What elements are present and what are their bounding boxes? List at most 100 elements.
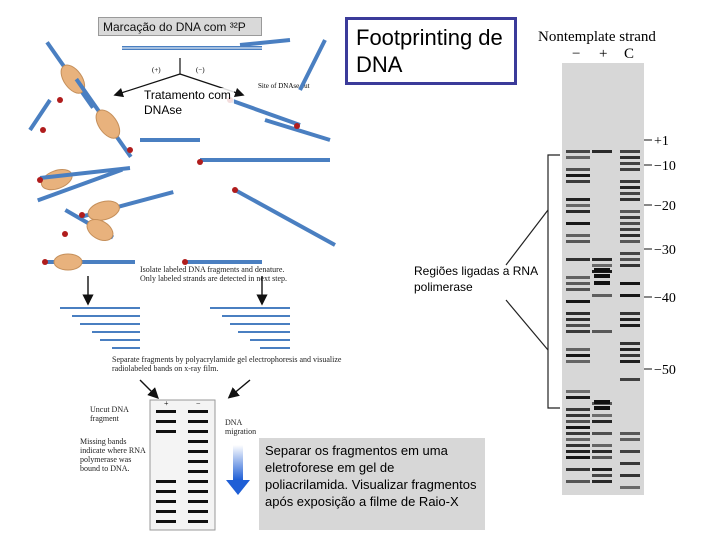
gel-band: [566, 168, 590, 171]
gel-band: [566, 360, 590, 363]
gel-band: [620, 180, 640, 183]
gel-band: [592, 414, 612, 417]
gel-band: [592, 258, 612, 261]
gel-band: [566, 258, 590, 261]
gel-band: [566, 450, 590, 453]
gel-band: [594, 281, 610, 285]
gel-band: [592, 330, 612, 333]
gel-band: [620, 234, 640, 237]
gel-band: [620, 294, 640, 297]
dnase-treatment-label: Tratamento com DNAse: [144, 88, 234, 118]
gel-band: [594, 274, 610, 278]
gel-band: [566, 156, 590, 159]
gel-band: [566, 198, 590, 201]
gel-band: [592, 456, 612, 459]
gel-band: [620, 318, 640, 321]
gel-band: [620, 282, 640, 285]
plus-condition-label: (−): [196, 66, 205, 74]
migration-arrow: [226, 445, 250, 495]
gel-band: [620, 486, 640, 489]
protected-region-brackets: [505, 154, 560, 409]
gel-band: [566, 354, 590, 357]
gel-band: [592, 450, 612, 453]
gel-band: [620, 312, 640, 315]
gel-band: [620, 450, 640, 453]
gel-lane-plus: +: [599, 46, 607, 62]
marker-40: −40: [654, 291, 676, 306]
gel-band: [620, 462, 640, 465]
uncut-label: Uncut DNA fragment: [90, 405, 129, 423]
gel-band: [566, 312, 590, 315]
gel-band: [566, 330, 590, 333]
gel-band: [620, 348, 640, 351]
marker-30: −30: [654, 243, 676, 258]
gel-bands: [566, 150, 640, 489]
marker-50: −50: [654, 363, 676, 378]
gel-band: [620, 240, 640, 243]
single-strand-ladders: [60, 307, 290, 349]
separate-fragments-note: Separar os fragmentos em uma eletrofores…: [259, 438, 485, 530]
gel-markers: +1 −10 −20 −30 −40 −50: [644, 134, 676, 378]
gel-band: [566, 390, 590, 393]
migration-label: DNA migration: [225, 418, 257, 436]
gel-band: [566, 438, 590, 441]
gel-band: [620, 222, 640, 225]
gel-band: [566, 288, 590, 291]
gel-band: [620, 474, 640, 477]
gel-band: [592, 264, 612, 267]
down-arrows-2: [139, 379, 251, 399]
dnase-fragments: [28, 38, 336, 247]
gel-lane-c: C: [624, 46, 634, 62]
down-arrows-1: [82, 276, 268, 306]
gel-band: [620, 264, 640, 267]
gel-band: [620, 438, 640, 441]
gel-band: [620, 354, 640, 357]
gel-band: [594, 400, 610, 404]
gel-band: [592, 150, 612, 153]
gel-band: [620, 198, 640, 201]
labeling-label: Marcação do DNA com ³²P: [98, 17, 262, 36]
gel-band: [566, 282, 590, 285]
gel-band: [566, 468, 590, 471]
gel-band: [594, 268, 610, 272]
gel-band: [566, 240, 590, 243]
schematic-gel-bands: [156, 410, 208, 523]
gel-band: [566, 456, 590, 459]
isolated-strands: [42, 253, 262, 271]
gel-band: [566, 420, 590, 423]
marker-20: −20: [654, 199, 676, 214]
schem-lane-minus: −: [196, 399, 201, 408]
marker-plus1: +1: [654, 134, 669, 149]
gel-lane-minus: −: [572, 46, 580, 62]
isolate-note: Isolate labeled DNA fragments and denatu…: [140, 265, 288, 283]
gel-band: [566, 222, 590, 225]
gel-band: [566, 210, 590, 213]
gel-band: [620, 378, 640, 381]
gel-band: [592, 468, 612, 471]
gel-band: [592, 294, 612, 297]
gel-band: [566, 324, 590, 327]
marker-10: −10: [654, 159, 676, 174]
gel-band: [566, 174, 590, 177]
page-title: Footprinting de DNA: [345, 17, 517, 85]
gel-band: [620, 210, 640, 213]
gel-band: [592, 420, 612, 423]
gel-band: [566, 414, 590, 417]
gel-band: [592, 480, 612, 483]
gel-band: [566, 204, 590, 207]
gel-band: [566, 150, 590, 153]
gel-band: [620, 150, 640, 153]
missing-bands-label: Missing bands indicate where RNA polymer…: [80, 437, 146, 473]
gel-band: [620, 324, 640, 327]
gel-band: [594, 406, 610, 410]
gel-band: [566, 348, 590, 351]
gel-band: [620, 192, 640, 195]
gel-band: [566, 396, 590, 399]
gel-band: [566, 276, 590, 279]
gel-lane-labels: − + C: [572, 46, 634, 62]
gel-band: [566, 480, 590, 483]
gel-band: [566, 426, 590, 429]
gel-band: [620, 360, 640, 363]
gel-band: [566, 234, 590, 237]
